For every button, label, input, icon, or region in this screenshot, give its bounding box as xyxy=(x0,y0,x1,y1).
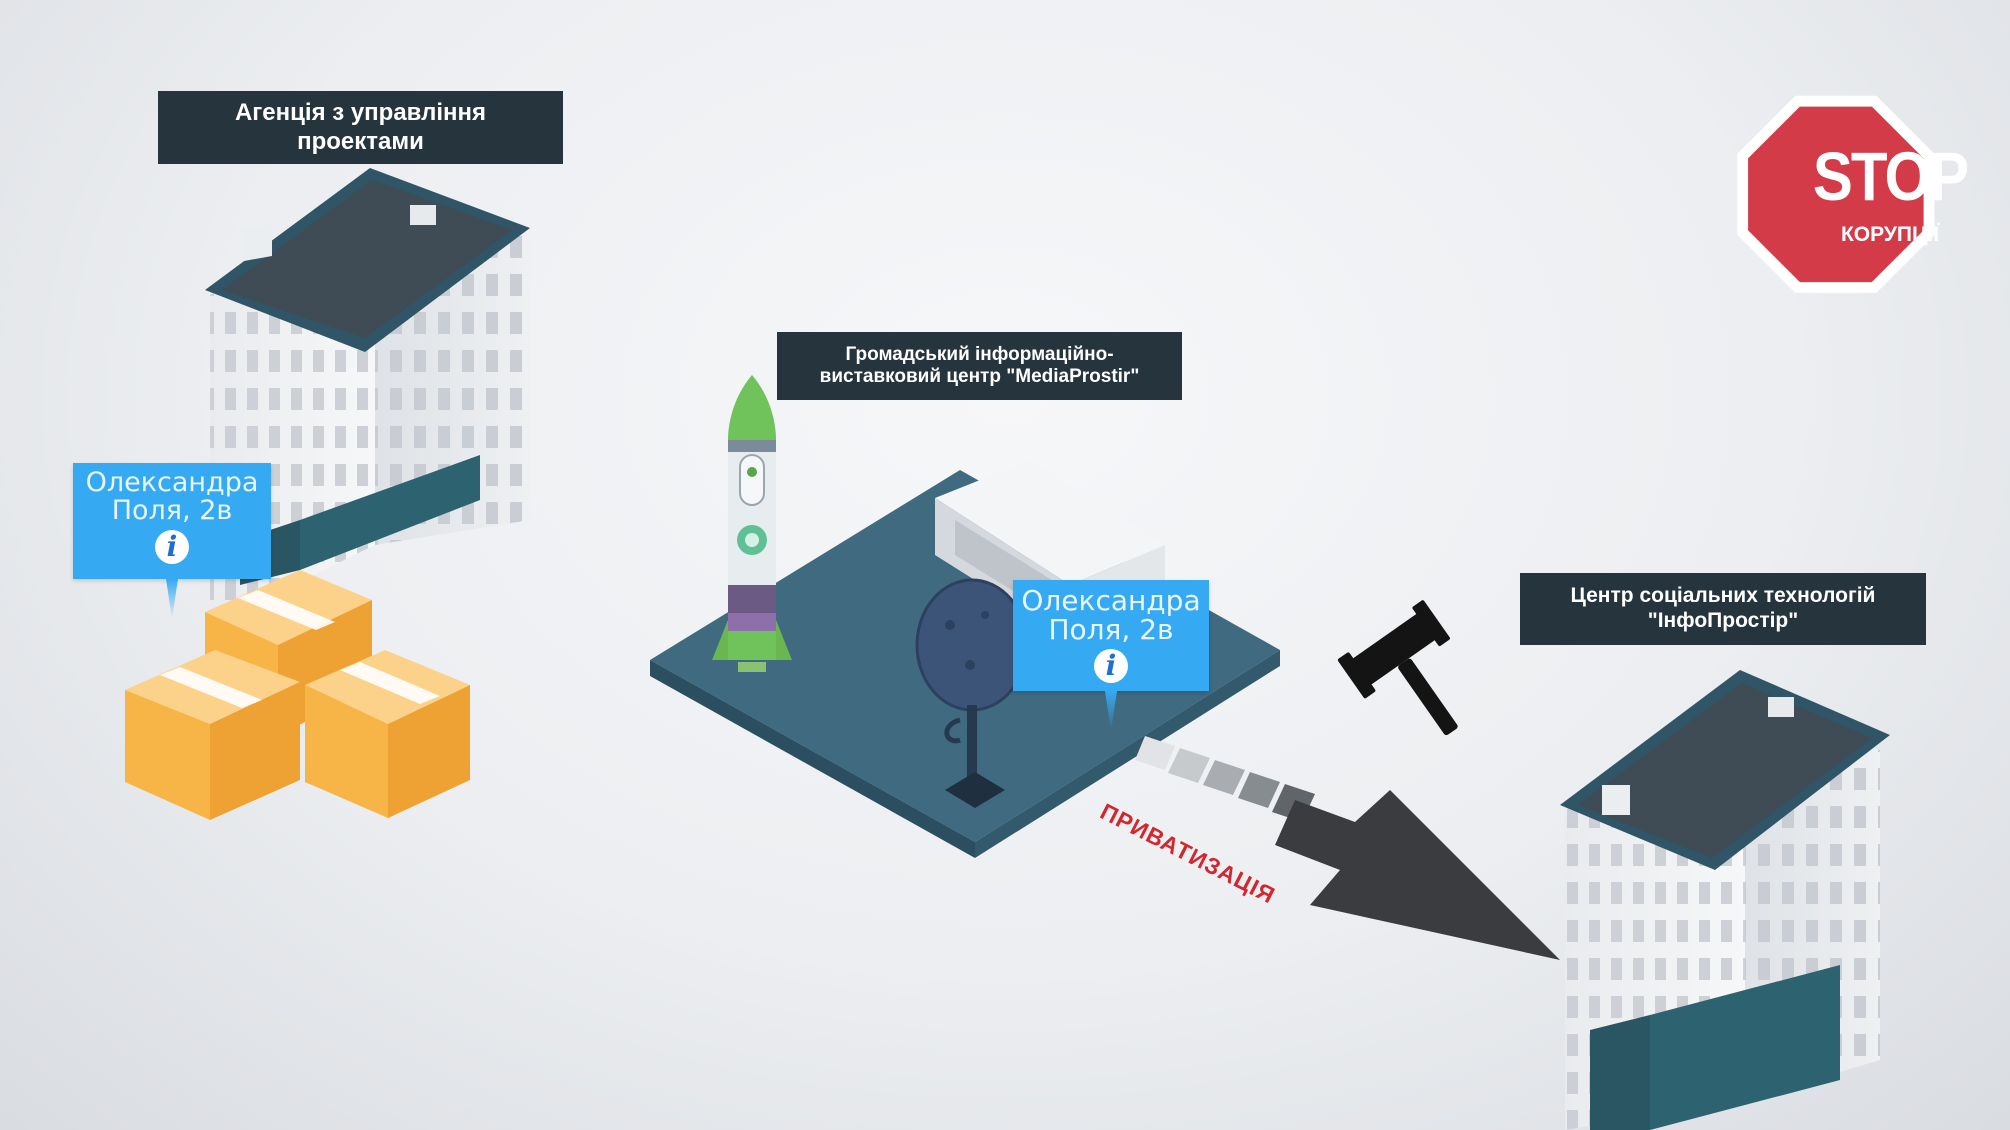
stop-sign-text-bottom: КОРУПЦІЇ xyxy=(1840,223,1939,246)
address-pin-left-line2: Поля, 2в xyxy=(111,495,233,527)
agency-label-line2: проектами xyxy=(297,127,424,155)
address-pin-left-line1: Олександра xyxy=(85,467,259,498)
box-icon xyxy=(305,650,470,818)
rocket-icon xyxy=(712,375,792,672)
privatization-arrow xyxy=(1135,736,1560,960)
info-icon: i xyxy=(155,529,189,564)
mediaprostir-label-line2: виставковий центр "MediaProstir" xyxy=(819,366,1140,387)
boxes-group xyxy=(125,570,470,820)
agency-label: Агенція з управління проектами xyxy=(158,91,563,164)
info-icon: i xyxy=(1094,648,1128,683)
address-pin-middle[interactable]: Олександра Поля, 2в i xyxy=(1013,580,1209,731)
address-pin-left[interactable]: Олександра Поля, 2в i xyxy=(73,463,271,619)
mediaprostir-label: Громадський інформаційно- виставковий це… xyxy=(777,332,1182,400)
infoprostir-label-line1: Центр соціальних технологій xyxy=(1570,584,1876,608)
stop-sign-text-top: STOP xyxy=(1812,137,1969,216)
box-icon xyxy=(125,650,300,820)
address-pin-middle-line1: Олександра xyxy=(1021,584,1201,617)
infoprostir-label: Центр соціальних технологій "ІнфоПростір… xyxy=(1520,573,1926,645)
infoprostir-building xyxy=(1560,670,1890,1130)
gavel-icon xyxy=(1337,600,1458,736)
mediaprostir-label-line1: Громадський інформаційно- xyxy=(845,343,1114,365)
address-pin-middle-line2: Поля, 2в xyxy=(1048,613,1174,647)
mediaprostir-platform xyxy=(650,460,1280,858)
infoprostir-label-line2: "ІнфоПростір" xyxy=(1647,609,1799,632)
stop-sign-icon xyxy=(1737,95,1935,293)
agency-label-line1: Агенція з управління xyxy=(234,99,487,127)
